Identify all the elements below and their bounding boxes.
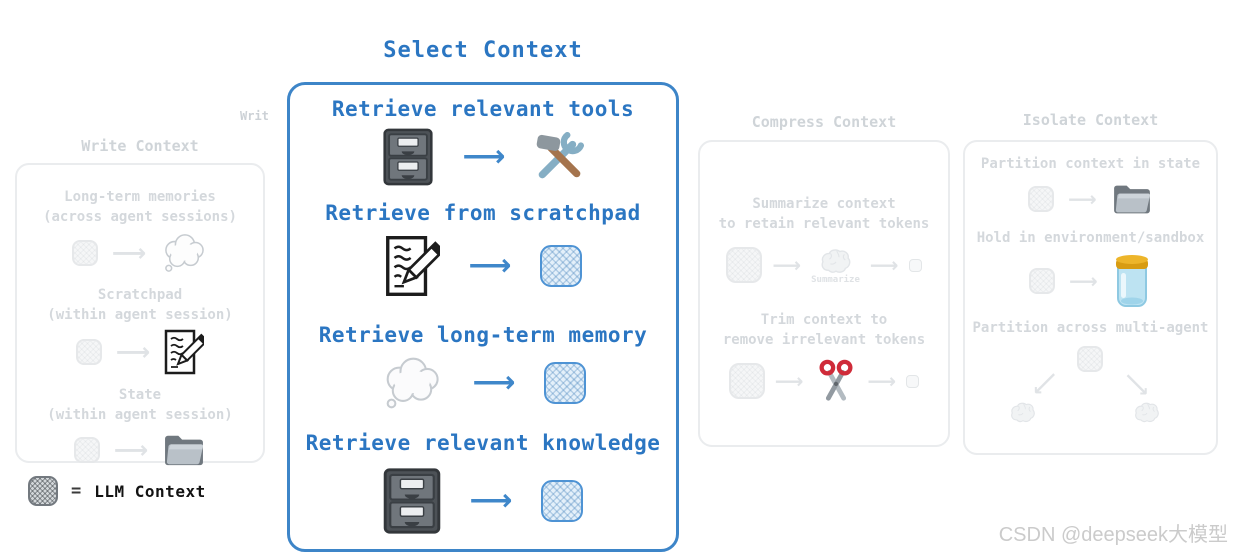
write-row-label: State (118, 387, 162, 403)
thought-cloud-icon (160, 233, 208, 273)
mini-context-box (908, 258, 922, 272)
file-cabinet-icon (382, 128, 434, 186)
llm-context-legend-box-icon (28, 476, 58, 506)
arrow-right-icon: ⟶ (472, 365, 516, 400)
arrow-right-icon: ⟶ (468, 248, 512, 283)
isolate-context-title: Isolate Context (1022, 111, 1159, 129)
write-row-sublabel: (within agent session) (47, 307, 233, 323)
write-row-state: State (within agent session) ⟶ (17, 385, 263, 475)
arrow-right-icon: ⟶ (111, 239, 147, 267)
select-row-label: Retrieve from scratchpad (325, 201, 641, 225)
arrow-right-icon: ⟶ (462, 139, 506, 174)
select-row-memory: Retrieve long-term memory ⟶ (290, 323, 676, 415)
llm-context-box-faded (73, 437, 100, 463)
compress-row-label: Trim context to (760, 312, 888, 328)
arrow-right-icon: ⟶ (869, 253, 899, 277)
compress-row-summarize: Summarize context to retain relevant tok… (700, 194, 948, 296)
llm-context-box-icon (543, 362, 586, 404)
hammer-wrench-icon (534, 132, 584, 182)
write-context-title-fragment: Writ (240, 109, 269, 123)
compress-context-panel: Summarize context to retain relevant tok… (698, 140, 950, 447)
llm-context-box-faded (726, 247, 763, 283)
llm-context-box-faded (75, 339, 102, 365)
arrow-right-icon: ⟶ (1068, 187, 1097, 211)
arrow-right-icon: ⟶ (772, 253, 802, 277)
watermark: CSDN @deepseek大模型 (998, 524, 1228, 546)
select-context-title: Select Context (383, 38, 583, 63)
compress-row-label: Summarize context (752, 196, 896, 212)
write-row-sublabel: (within agent session) (47, 407, 233, 423)
file-cabinet-icon (383, 467, 441, 535)
folder-icon (1111, 182, 1153, 216)
select-row-label: Retrieve long-term memory (318, 323, 648, 347)
isolate-row-label: Partition context in state (980, 156, 1201, 172)
isolate-row-label: Hold in environment/sandbox (976, 230, 1205, 246)
legend: = LLM Context (28, 476, 206, 506)
select-row-label: Retrieve relevant tools (331, 97, 635, 121)
write-context-panel: Long-term memories (across agent session… (15, 163, 265, 466)
compress-row-sublabel: to retain relevant tokens (718, 216, 930, 232)
arrow-right-icon: ⟶ (774, 369, 804, 393)
write-row-label: Long-term memories (64, 189, 216, 205)
llm-context-box-faded (1029, 268, 1056, 294)
jar-icon (1112, 254, 1152, 308)
isolate-row-sandbox: Hold in environment/sandbox ⟶ (965, 228, 1216, 314)
write-row-label: Scratchpad (97, 287, 183, 303)
arrow-right-icon: ⟶ (469, 483, 513, 518)
brain-icon (819, 246, 853, 274)
llm-context-box-faded (728, 363, 765, 399)
llm-context-box-faded (71, 240, 98, 266)
memo-pencil-icon (164, 329, 205, 375)
arrow-right-icon: ⟶ (1069, 269, 1098, 293)
compress-row-sublabel: remove irrelevant tokens (722, 332, 926, 348)
brain-icon (1133, 400, 1161, 423)
write-row-scratchpad: Scratchpad (within agent session) ⟶ (17, 285, 263, 379)
arrow-down-left-icon: ⟶ (1026, 365, 1064, 403)
folder-icon (162, 432, 206, 468)
scissors-icon (814, 359, 858, 403)
isolate-row-multiagent: Partition across multi-agent ⟶ ⟶ (965, 318, 1216, 434)
select-row-tools: Retrieve relevant tools ⟶ (290, 97, 676, 189)
summarize-caption: Summarize (811, 274, 860, 285)
llm-context-box-faded (1077, 346, 1103, 372)
thought-cloud-icon (380, 356, 444, 410)
compress-context-title: Compress Context (751, 113, 897, 131)
llm-context-box-icon (539, 245, 582, 287)
isolate-context-panel: Partition context in state ⟶ Hold in env… (963, 140, 1218, 455)
arrow-down-right-icon: ⟶ (1118, 365, 1156, 403)
select-row-scratchpad: Retrieve from scratchpad ⟶ (290, 201, 676, 301)
arrow-right-icon: ⟶ (115, 338, 151, 366)
arrow-right-icon: ⟶ (113, 436, 149, 464)
isolate-row-label: Partition across multi-agent (972, 320, 1209, 336)
select-row-knowledge: Retrieve relevant knowledge ⟶ (290, 431, 676, 541)
select-context-panel: Retrieve relevant tools ⟶ (287, 82, 679, 552)
select-row-label: Retrieve relevant knowledge (305, 431, 661, 455)
llm-context-box-faded (1028, 186, 1055, 212)
legend-equals: = (71, 481, 82, 501)
mini-context-box (906, 374, 920, 388)
isolate-row-state: Partition context in state ⟶ (965, 154, 1216, 224)
memo-pencil-icon (384, 235, 441, 297)
compress-row-trim: Trim context to remove irrelevant tokens… (700, 310, 948, 412)
brain-summarize: Summarize (811, 246, 860, 285)
legend-label: LLM Context (94, 481, 206, 501)
arrow-right-icon: ⟶ (867, 369, 897, 393)
brain-icon (1009, 400, 1037, 423)
write-row-memories: Long-term memories (across agent session… (17, 187, 263, 279)
write-row-sublabel: (across agent sessions) (43, 209, 237, 225)
write-context-title: Write Context (81, 137, 199, 155)
llm-context-box-icon (540, 480, 583, 522)
